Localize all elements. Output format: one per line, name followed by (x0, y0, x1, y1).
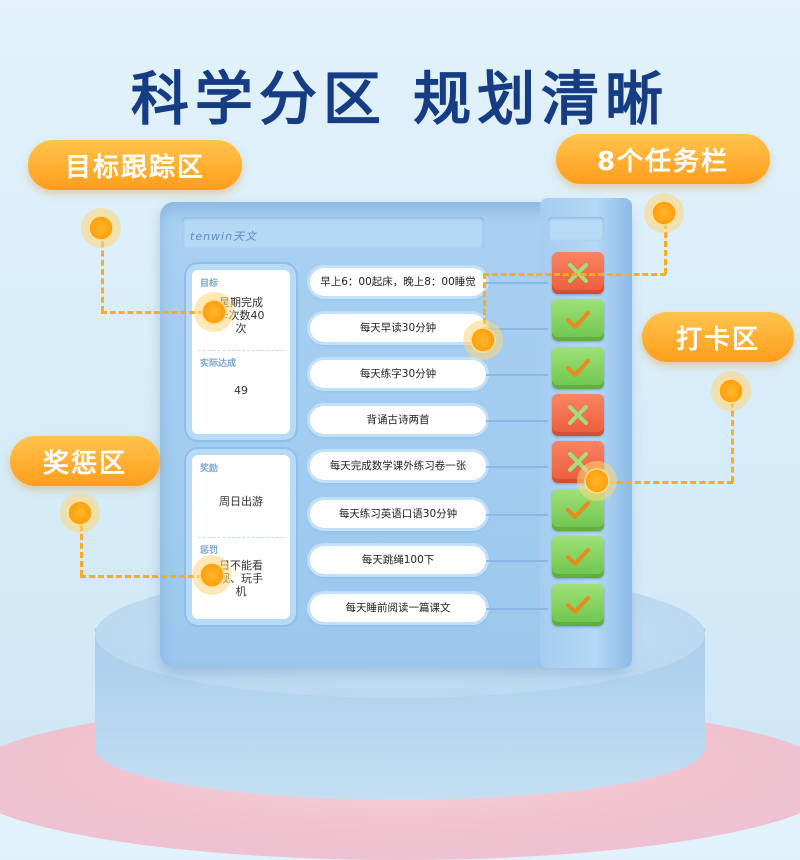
check-icon (566, 596, 590, 614)
goal-leader-v (101, 232, 104, 312)
checkin-toggle-2[interactable] (552, 299, 604, 341)
task-leader-v2 (483, 273, 486, 333)
task-slot-3[interactable]: 每天练字30分钟 (310, 360, 486, 388)
task-slot-5[interactable]: 每天完成数学课外练习卷一张 (310, 452, 486, 480)
check-icon (566, 359, 590, 377)
board-header-slot (182, 217, 484, 249)
task-slot-1[interactable]: 早上6：00起床，晚上8：00睡觉 (310, 268, 486, 296)
checkin-toggle-3[interactable] (552, 347, 604, 389)
checkin-toggle-7[interactable] (552, 536, 604, 578)
checkin-toggle-4[interactable] (552, 394, 604, 436)
reward-card: 奖励 周日出游 惩罚 日不能看 视、玩手 机 (192, 455, 290, 619)
rail-cap (548, 217, 604, 241)
checkin-toggle-8[interactable] (552, 584, 604, 626)
actual-label: 实际达成 (200, 359, 237, 369)
actual-value: 49 (234, 384, 248, 397)
task-groove-3 (486, 374, 548, 376)
reward-card-marker (199, 562, 225, 588)
cross-icon (568, 405, 588, 425)
reward-text: 周日出游 (219, 495, 263, 508)
task-groove-6 (486, 514, 548, 516)
task-groove-2 (486, 328, 548, 330)
task-slot-4[interactable]: 背诵古诗两首 (310, 406, 486, 434)
check-icon (566, 548, 590, 566)
page-title: 科学分区 规划清晰 (130, 65, 670, 133)
task-bar-marker (651, 200, 677, 226)
goal-zone-callout: 目标跟踪区 (28, 140, 242, 190)
penalty-label: 惩罚 (200, 546, 219, 556)
task-groove-4 (486, 420, 548, 422)
checkin-zone-marker (718, 378, 744, 404)
task-leader-v (664, 214, 667, 274)
task-groove-5 (486, 466, 548, 468)
task-slot-8[interactable]: 每天睡前阅读一篇课文 (310, 594, 486, 622)
reward-label: 奖励 (200, 464, 219, 474)
check-icon (566, 311, 590, 329)
task-slot-2[interactable]: 每天早读30分钟 (310, 314, 486, 342)
goal-divider (198, 350, 284, 351)
task-slot-marker (470, 327, 496, 353)
reward-zone-marker (67, 500, 93, 526)
check-icon (566, 501, 590, 519)
goal-card: 目标 星期完成 卡次数40 次 实际达成 49 (192, 270, 290, 434)
checkin-leader-v (731, 392, 734, 482)
checkin-zone-callout: 打卡区 (642, 312, 794, 362)
reward-divider (198, 537, 284, 538)
task-slot-6[interactable]: 每天练习英语口语30分钟 (310, 500, 486, 528)
cross-icon (568, 452, 588, 472)
checkin-leader-h (598, 481, 733, 484)
penalty-text: 日不能看 视、玩手 机 (219, 559, 263, 598)
brand-logo: tenwin天文 (190, 230, 258, 243)
checkin-toggle-marker (584, 468, 610, 494)
reward-zone-callout: 奖惩区 (10, 436, 160, 486)
goal-leader-h (101, 311, 213, 314)
checkin-toggle-6[interactable] (552, 489, 604, 531)
task-groove-8 (486, 608, 548, 610)
goal-text: 星期完成 卡次数40 次 (217, 296, 265, 335)
task-bar-callout: 8个任务栏 (556, 134, 770, 184)
reward-leader-v (80, 516, 83, 576)
task-leader-h (483, 273, 666, 276)
task-groove-1 (486, 282, 548, 284)
goal-zone-marker (88, 215, 114, 241)
task-groove-7 (486, 560, 548, 562)
reward-leader-h (80, 575, 212, 578)
goal-label: 目标 (200, 279, 219, 289)
goal-card-marker (201, 299, 227, 325)
task-slot-7[interactable]: 每天跳绳100下 (310, 546, 486, 574)
